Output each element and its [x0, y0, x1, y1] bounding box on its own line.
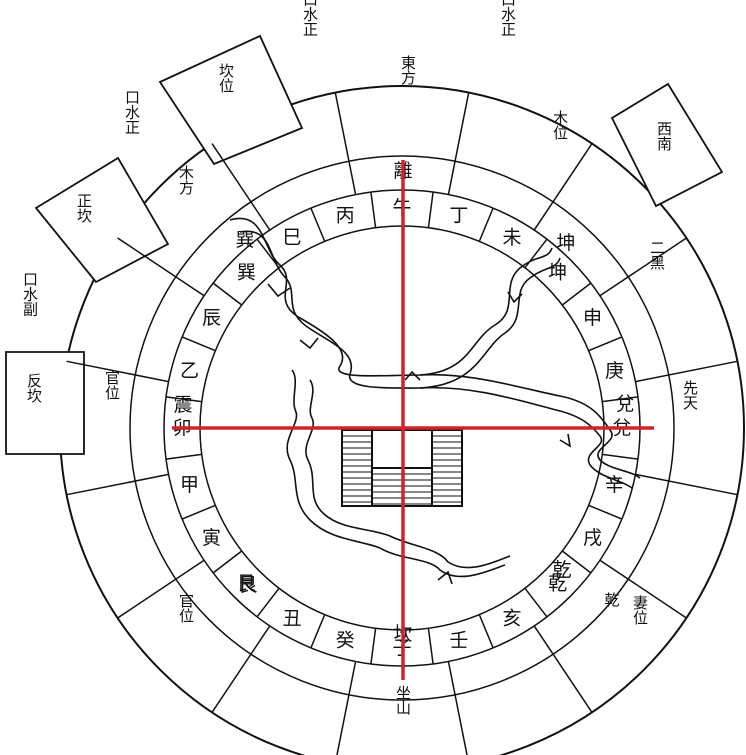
spoke — [524, 587, 548, 618]
outer-box-top-left — [34, 156, 170, 284]
mountain-hai: 亥 — [502, 608, 521, 630]
outer-label-top-left: 木方 — [177, 165, 195, 196]
river-paths — [229, 217, 641, 585]
mountain-si: 巳 — [282, 227, 301, 249]
label-zhen: 震 — [173, 394, 192, 416]
outer-label-left: 官位 — [103, 370, 121, 400]
spoke — [256, 587, 280, 618]
outer-label-top-right: 木位 — [551, 110, 569, 140]
box-label-top-right: 西南 — [655, 121, 673, 151]
mountain-gen: 艮 — [237, 573, 256, 595]
outer-label-right: 先天 — [681, 380, 699, 410]
middle-spoke — [599, 237, 687, 297]
mountain-geng: 庚 — [605, 360, 624, 382]
outer-box-top-right — [610, 82, 724, 208]
label-gen: 艮 — [238, 574, 257, 596]
water-label-left: 口水副 — [21, 272, 39, 318]
middle-spoke — [211, 625, 271, 713]
spoke — [181, 504, 216, 520]
outer-label-right-lower: 乾 — [604, 591, 619, 609]
mountain-jia: 甲 — [180, 474, 199, 496]
middle-spoke — [211, 143, 271, 231]
spoke — [181, 336, 216, 352]
spoke — [561, 550, 592, 574]
mountain-yin: 寅 — [202, 527, 221, 549]
mountain-xu: 戌 — [583, 527, 602, 549]
spoke — [478, 207, 494, 242]
label-xun: 巽 — [235, 229, 254, 251]
ring-spokes — [165, 191, 639, 665]
mountain-xin: 辛 — [605, 474, 624, 496]
spoke — [524, 238, 548, 269]
spoke — [310, 207, 326, 242]
middle-spoke — [533, 143, 593, 231]
outer-label-bottom: 坐山 — [394, 685, 412, 715]
spoke — [310, 614, 326, 649]
mountain-kun: 坤 — [548, 261, 567, 283]
middle-ring-spokes — [66, 92, 738, 755]
spoke — [370, 628, 377, 665]
mountain-bing: 丙 — [336, 205, 355, 227]
middle-spoke — [447, 92, 470, 195]
mountain-shen: 申 — [583, 307, 602, 329]
box-label-top-left: 正坎 — [75, 193, 93, 223]
outer-label-bottom-right: 妻位 — [631, 595, 649, 625]
spoke — [588, 336, 623, 352]
mountain-chou: 丑 — [282, 608, 301, 630]
outer-label-right-upper: 二黑 — [648, 240, 666, 270]
water-label-top-right: 口水正 — [499, 0, 517, 37]
mountain-qian: 乾 — [548, 573, 567, 595]
spoke — [588, 504, 623, 520]
spoke — [478, 614, 494, 649]
water-label-top-left-1: 口水正 — [301, 0, 319, 37]
spoke — [602, 453, 639, 460]
twenty-four-mountains: 午丁未坤申庚兌辛戌乾亥壬子癸丑艮寅甲卯乙辰巽巳丙 — [172, 197, 631, 659]
box-label-left: 反坎 — [25, 373, 43, 403]
label-dui: 兌 — [615, 393, 634, 415]
mountain-chen: 辰 — [202, 307, 221, 329]
mountain-yi: 乙 — [180, 360, 199, 382]
middle-spoke — [447, 661, 468, 755]
spoke — [561, 282, 592, 306]
spoke — [370, 191, 377, 228]
spoke — [427, 628, 434, 665]
label-kun: 坤 — [556, 232, 575, 254]
building — [341, 429, 463, 507]
middle-ring — [129, 155, 675, 701]
mountain-gui: 癸 — [336, 630, 355, 652]
label-qian: 乾 — [552, 559, 571, 581]
middle-spoke — [336, 661, 357, 755]
middle-spoke — [117, 237, 205, 297]
middle-spoke — [635, 473, 738, 496]
outer-label-bottom-left: 官位 — [177, 593, 195, 623]
middle-spoke — [334, 92, 357, 195]
mountain-ren: 壬 — [449, 630, 468, 652]
mountain-wei: 未 — [502, 227, 521, 249]
spoke — [212, 282, 243, 306]
spoke — [165, 453, 202, 460]
middle-spoke — [599, 559, 687, 619]
mountain-xun: 巽 — [237, 261, 256, 283]
middle-spoke — [533, 625, 593, 713]
outer-box-top — [158, 34, 304, 166]
water-label-top-left-2: 口水正 — [123, 90, 141, 135]
spoke — [602, 396, 639, 403]
spoke — [212, 550, 243, 574]
spoke — [427, 191, 434, 228]
outer-box-left — [5, 351, 85, 455]
middle-spoke — [66, 360, 169, 383]
middle-spoke — [635, 360, 738, 383]
spoke — [165, 396, 202, 403]
middle-spoke — [66, 473, 169, 496]
middle-spoke — [117, 559, 205, 619]
mountain-ding: 丁 — [449, 205, 468, 227]
outer-label-top: 東方 — [399, 55, 417, 86]
box-label-top: 坎位 — [217, 63, 235, 93]
